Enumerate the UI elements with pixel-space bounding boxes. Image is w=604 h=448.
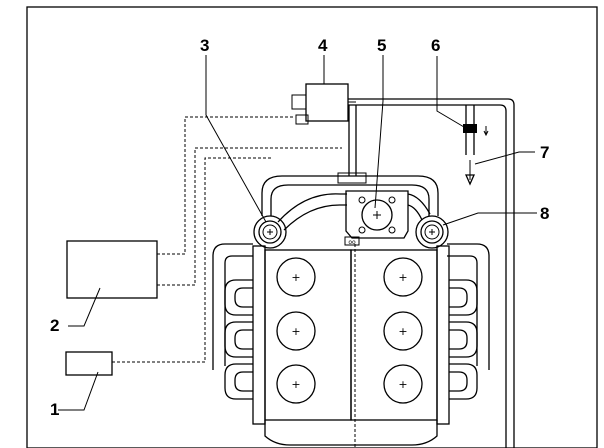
plus-mark: +	[398, 378, 407, 391]
callout-label-5: 5	[377, 36, 386, 55]
air-lines	[348, 98, 515, 448]
cylinder-right-3: +	[383, 364, 423, 404]
cylinder-left-1: +	[276, 257, 316, 297]
callout-label-1: 1	[50, 400, 59, 419]
diagram-frame	[26, 6, 598, 448]
callout-label-3: 3	[200, 36, 209, 55]
left-exhaust-manifold	[224, 279, 253, 400]
engine-block	[212, 243, 490, 448]
electrical-wiring	[112, 116, 342, 363]
control-unit-box	[66, 240, 158, 299]
plus-mark: +	[398, 325, 407, 338]
plus-mark: +	[398, 271, 407, 284]
plus-mark: +	[291, 271, 300, 284]
cylinders: + + + + + +	[276, 257, 423, 404]
plus-mark: +	[291, 325, 300, 338]
right-exhaust-manifold	[449, 279, 478, 400]
left-check-valve	[253, 215, 287, 249]
callout-label-2: 2	[50, 316, 59, 335]
callout-label-6: 6	[431, 36, 440, 55]
leader-lines	[58, 55, 537, 411]
cylinder-left-3: +	[276, 364, 316, 404]
crossover-pipe	[261, 172, 439, 231]
plus-mark: +	[291, 378, 300, 391]
right-check-valve	[415, 215, 449, 249]
cylinder-right-2: +	[383, 311, 423, 351]
callout-label-4: 4	[318, 36, 328, 55]
callout-label-7: 7	[540, 143, 549, 162]
throttle-body: oo	[344, 190, 409, 246]
cylinder-right-1: +	[383, 257, 423, 297]
sensor-mark-text: oo	[348, 239, 356, 246]
callout-label-8: 8	[540, 204, 549, 223]
small-component-box	[65, 351, 113, 376]
cylinder-left-2: +	[276, 311, 316, 351]
solenoid-valve	[291, 83, 356, 125]
callout-labels: 1 2 3 4 5 6 7 8	[50, 36, 549, 419]
